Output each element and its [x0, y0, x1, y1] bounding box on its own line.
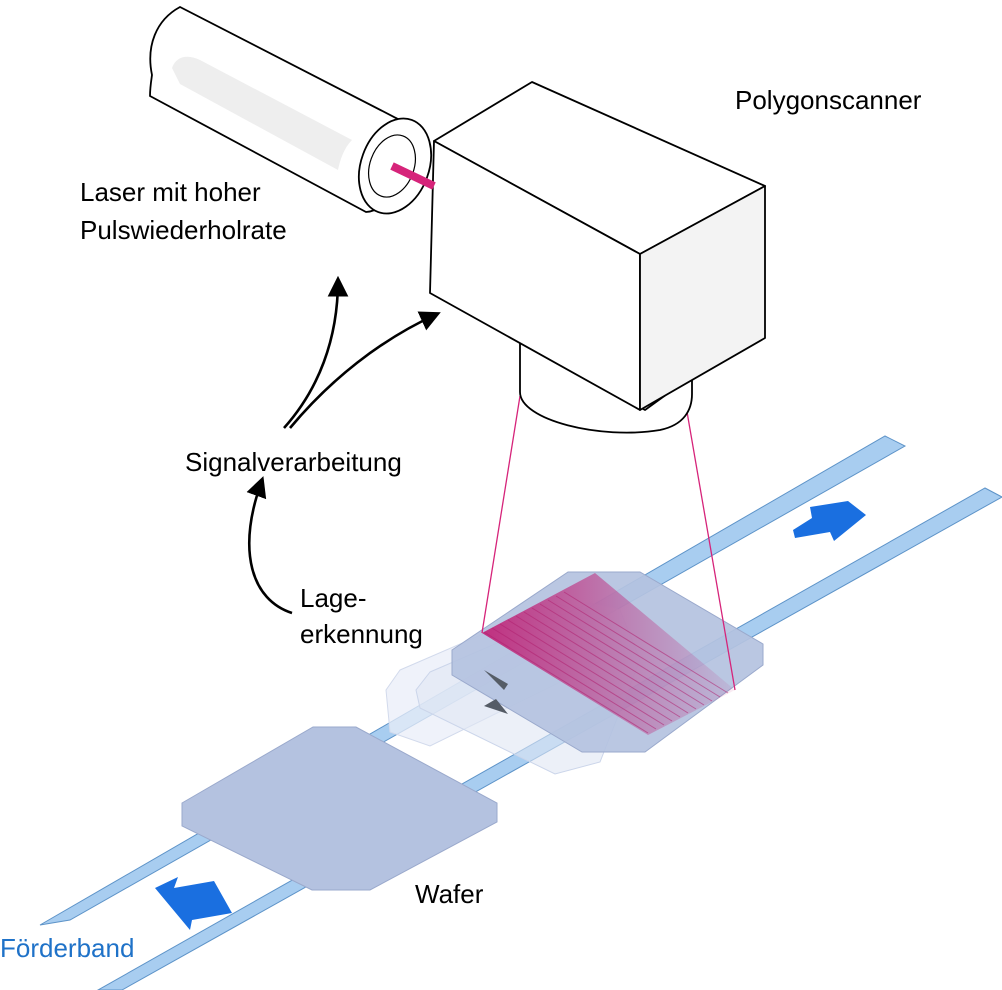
- laser-beam-cone: [481, 395, 736, 691]
- scanner-face-side: [639, 185, 766, 411]
- arrow-signal-to-laser: [283, 275, 349, 429]
- scan-lines: [483, 591, 729, 734]
- laser-cylinder-icon: [149, 5, 436, 215]
- belt-direction-arrow-front: [155, 877, 232, 930]
- position-sensor-marker-top: [484, 670, 508, 690]
- label-signal-processing: Signalverarbeitung: [185, 447, 402, 477]
- signal-flow-arrows: [246, 275, 441, 615]
- laser-body-highlight: [172, 56, 352, 170]
- wafer-plate: [181, 726, 498, 891]
- laser-beam-out: [390, 162, 436, 190]
- position-sensor-marker-bottom: [484, 699, 508, 714]
- label-position-line2: erkennung: [300, 619, 423, 649]
- wafer-scanning: [451, 571, 764, 753]
- belt-direction-arrow-back: [793, 501, 866, 541]
- arrow-icon: [155, 501, 866, 930]
- label-polygon-scanner: Polygonscanner: [735, 85, 922, 115]
- arrow-signal-to-scanner: [289, 311, 441, 429]
- arrow-position-to-signal: [246, 476, 293, 615]
- label-laser-line1: Laser mit hoher: [80, 177, 261, 207]
- label-laser-line2: Pulswiederholrate: [80, 215, 287, 245]
- label-wafer: Wafer: [415, 879, 484, 909]
- scanner-box-icon: [429, 81, 766, 434]
- scanner-lens-barrel: [519, 341, 693, 434]
- label-position-line1: Lage-: [300, 583, 367, 613]
- label-conveyor: Förderband: [0, 933, 135, 963]
